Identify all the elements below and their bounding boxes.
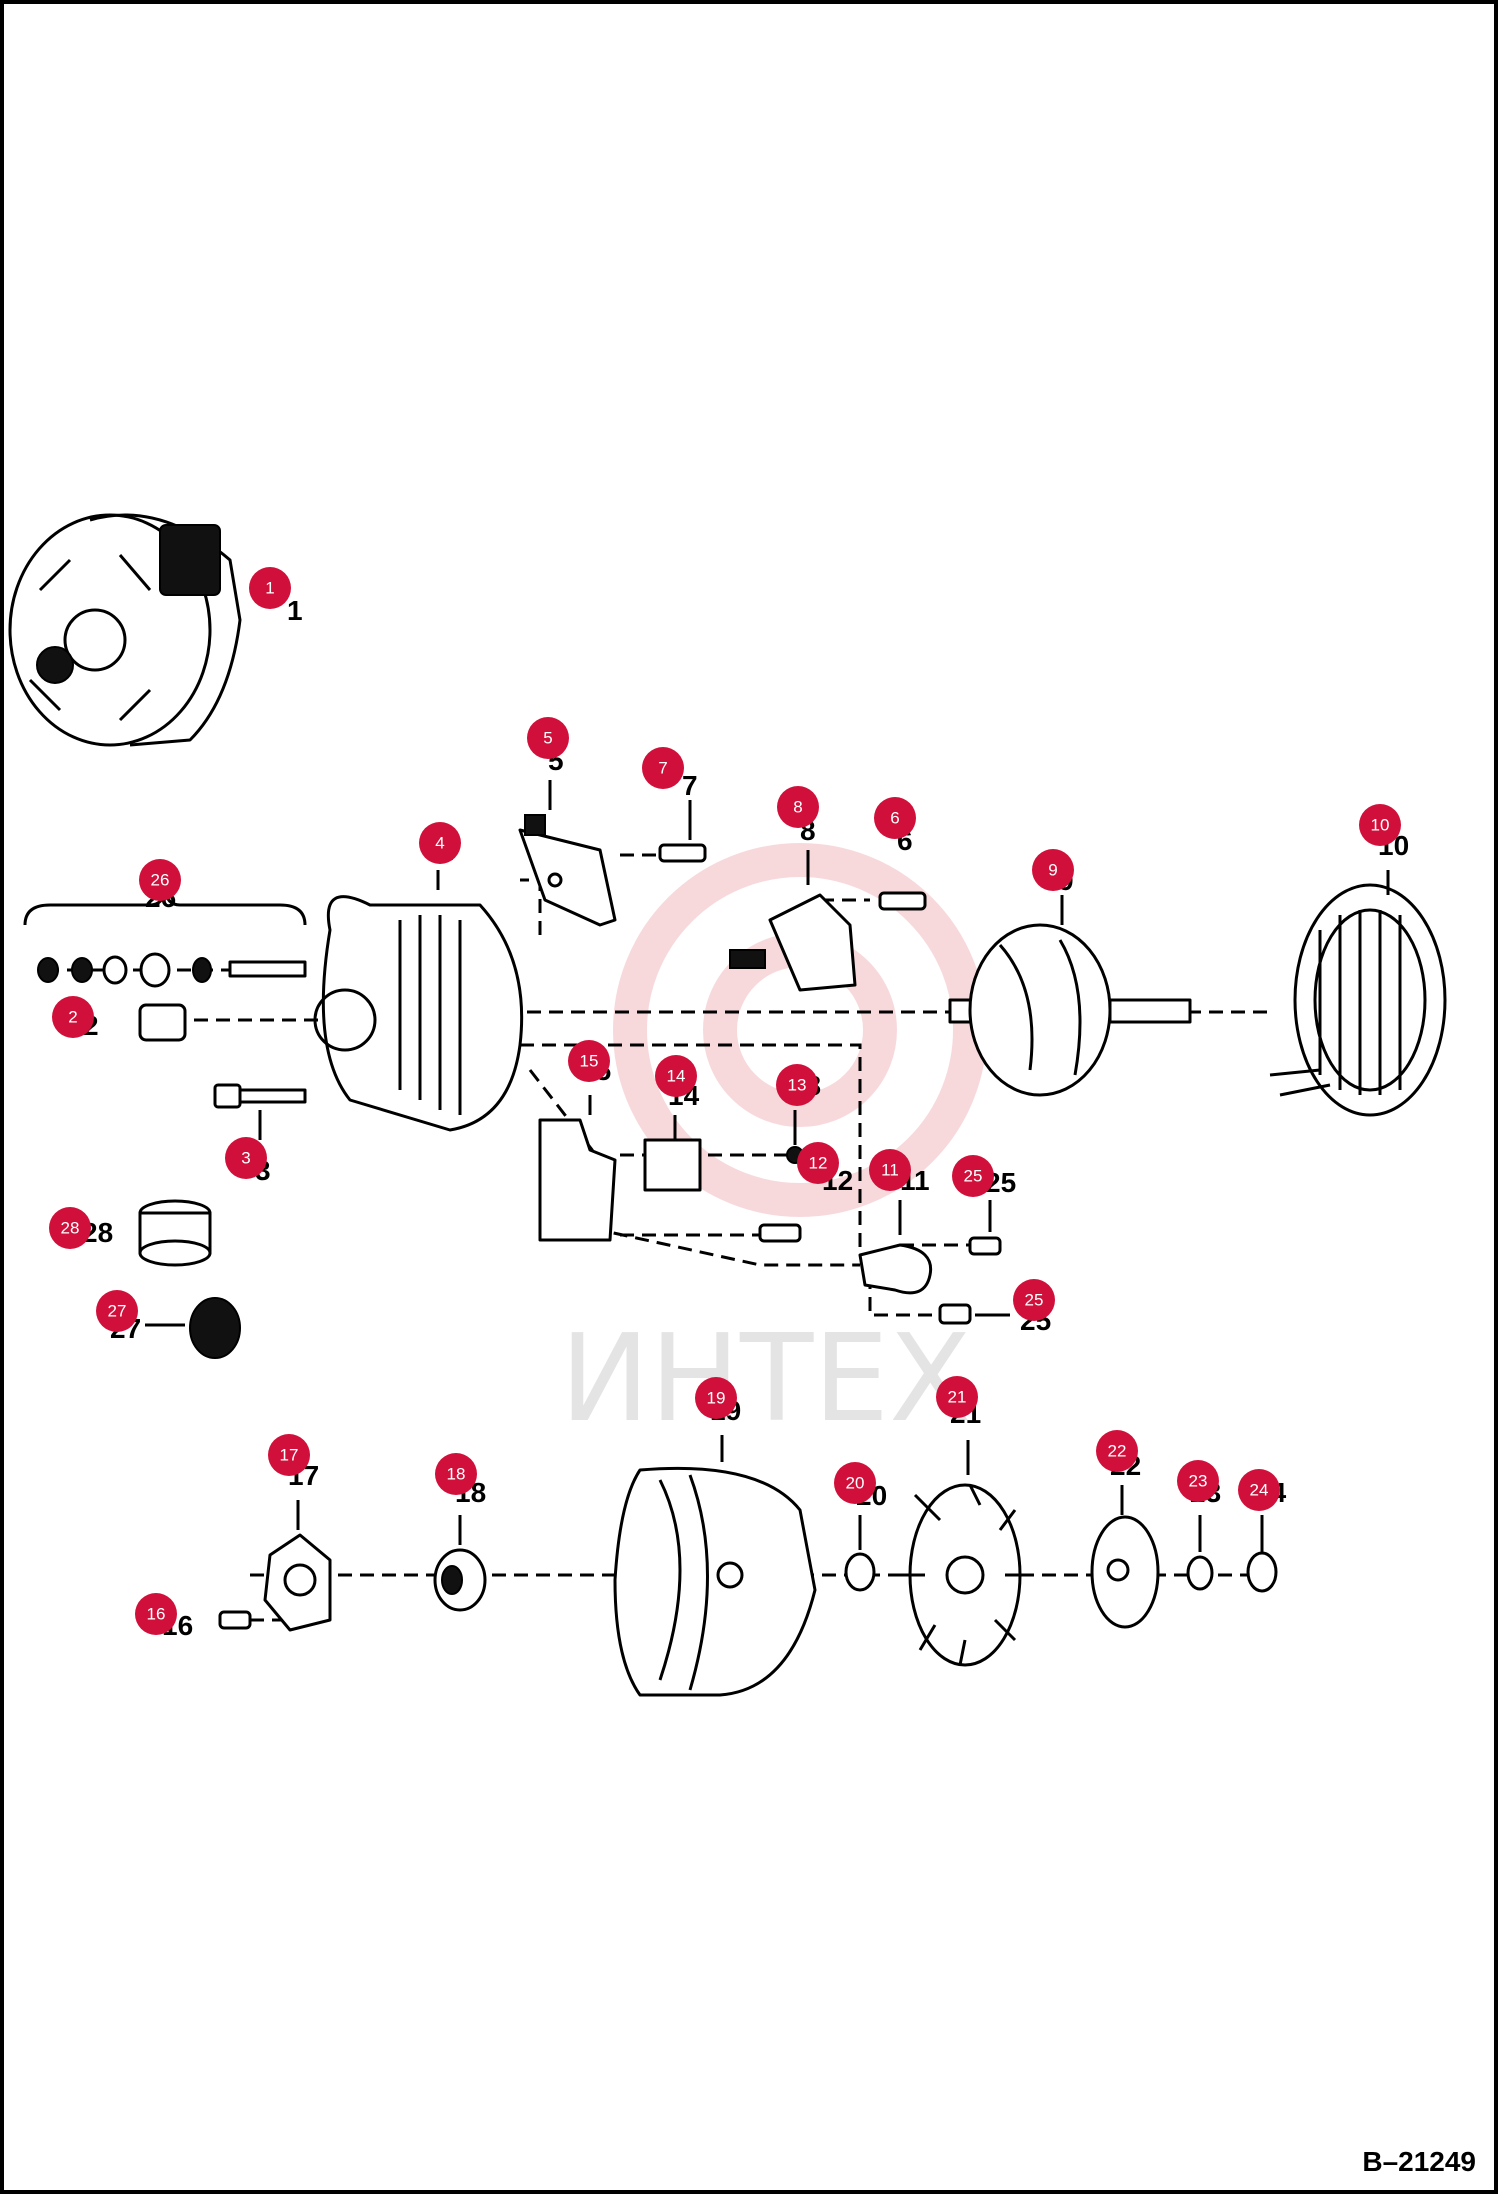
printed-number: 1 [287,595,303,626]
svg-text:4: 4 [435,834,444,853]
callout-marker[interactable]: 4 [419,822,461,864]
svg-text:27: 27 [108,1302,127,1321]
rotor-part [948,923,1192,1097]
bushing-part [138,1003,187,1042]
svg-text:6: 6 [890,809,899,828]
svg-text:16: 16 [147,1605,166,1624]
bearing-retainer-part [218,1533,332,1632]
svg-text:25: 25 [964,1167,983,1186]
insulator-part [138,1199,212,1267]
callout-marker[interactable]: 25 [1013,1279,1055,1321]
callout-marker[interactable]: 21 [936,1376,978,1418]
stator-part [1269,883,1447,1117]
callout-marker[interactable]: 15 [568,1040,610,1082]
callout-marker[interactable]: 18 [435,1453,477,1495]
callout-marker[interactable]: 10 [1359,804,1401,846]
cap-part [189,1297,241,1359]
callout-marker[interactable]: 1 [249,567,291,609]
callout-marker[interactable]: 16 [135,1593,177,1635]
washer-part [844,1552,876,1592]
callout-marker[interactable]: 14 [655,1055,697,1097]
callout-marker[interactable]: 9 [1032,849,1074,891]
terminal-bracket-part [518,814,617,927]
callout-marker[interactable]: 11 [869,1149,911,1191]
svg-text:8: 8 [793,798,802,817]
svg-text:9: 9 [1048,861,1057,880]
svg-text:20: 20 [846,1474,865,1493]
drive-end-frame-part [313,895,524,1132]
callout-marker[interactable]: 20 [834,1462,876,1504]
svg-text:10: 10 [1371,816,1390,835]
callout-marker[interactable]: 25 [952,1155,994,1197]
callout-marker[interactable]: 19 [695,1377,737,1419]
callout-marker[interactable]: 5 [527,717,569,759]
brush-holder-part [729,893,857,992]
alternator-assembly-part [8,513,242,747]
housing-part [613,1466,817,1697]
callout-marker[interactable]: 27 [96,1290,138,1332]
callout-marker[interactable]: 17 [268,1434,310,1476]
capacitor-part [858,1243,933,1295]
mounting-screw-part [938,1236,1002,1325]
rectifier-bridge-part [538,1118,804,1243]
callout-marker[interactable]: 2 [52,996,94,1038]
callout-marker[interactable]: 26 [139,859,181,901]
callout-markers: 1 2 3 4 5 6 7 8 9 10 11 12 13 14 15 16 1… [49,567,1401,1635]
svg-text:17: 17 [280,1446,299,1465]
svg-text:13: 13 [788,1076,807,1095]
diagram-reference-code: B–21249 [1362,2146,1476,2177]
callout-marker[interactable]: 23 [1177,1460,1219,1502]
svg-text:3: 3 [241,1149,250,1168]
svg-text:18: 18 [447,1465,466,1484]
callout-marker[interactable]: 12 [797,1142,839,1184]
callout-marker[interactable]: 8 [777,786,819,828]
pulley-part [1090,1515,1160,1629]
callout-marker[interactable]: 13 [776,1064,818,1106]
svg-text:1: 1 [265,579,274,598]
printed-number: 7 [682,770,698,801]
svg-text:7: 7 [658,759,667,778]
bearing-part [433,1548,487,1612]
svg-text:5: 5 [543,729,552,748]
callout-marker[interactable]: 22 [1096,1430,1138,1472]
fan-part [900,1483,1030,1667]
svg-text:25: 25 [1025,1291,1044,1310]
svg-text:24: 24 [1250,1481,1269,1500]
through-bolt-part [213,1083,307,1109]
svg-text:26: 26 [151,871,170,890]
screw-part [658,843,927,911]
svg-text:2: 2 [68,1008,77,1027]
svg-text:12: 12 [809,1154,828,1173]
nut-part [1246,1551,1278,1593]
svg-text:21: 21 [948,1388,967,1407]
svg-text:19: 19 [707,1389,726,1408]
watermark-text: ИНТЕХ [560,1310,971,1449]
svg-text:15: 15 [580,1052,599,1071]
svg-text:11: 11 [881,1161,899,1180]
callout-marker[interactable]: 6 [874,797,916,839]
lock-washer-part [1186,1555,1214,1591]
callout-marker[interactable]: 3 [225,1137,267,1179]
svg-text:22: 22 [1108,1442,1127,1461]
svg-text:23: 23 [1189,1472,1208,1491]
callout-marker[interactable]: 28 [49,1207,91,1249]
callout-marker[interactable]: 24 [1238,1469,1280,1511]
svg-text:14: 14 [667,1067,686,1086]
hardware-kit-part [23,883,307,988]
callout-marker[interactable]: 7 [642,747,684,789]
svg-text:28: 28 [61,1219,80,1238]
